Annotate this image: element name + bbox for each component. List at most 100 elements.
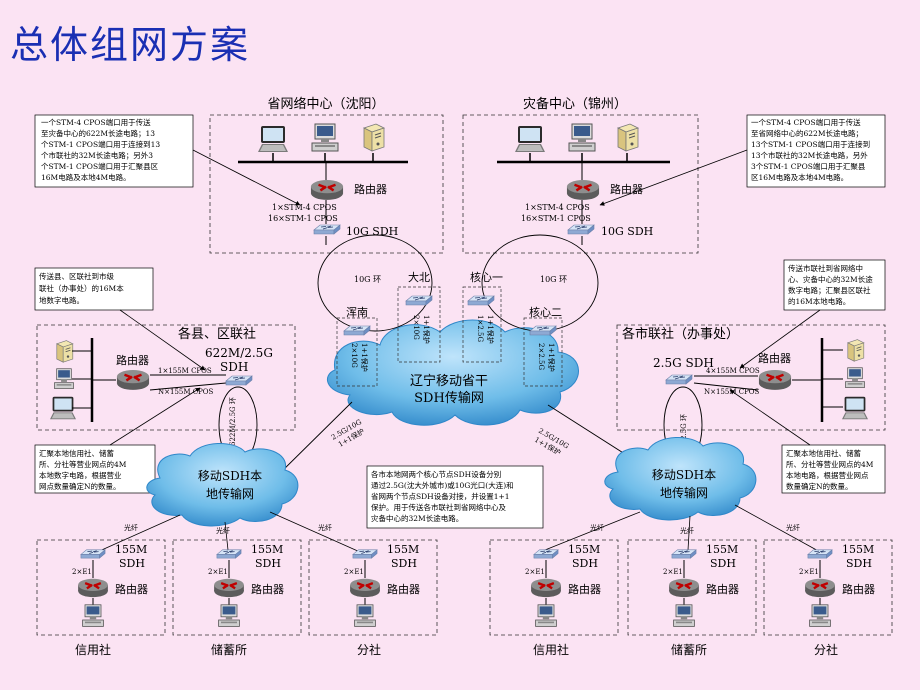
backup-center-label: 灾备中心（锦州） (523, 96, 627, 112)
svg-text:分社: 分社 (814, 642, 838, 657)
city-sdh-label: 2.5G SDH (653, 356, 714, 370)
server-icon (617, 123, 639, 152)
workstation-icon (845, 367, 865, 388)
svg-text:2×E1: 2×E1 (344, 568, 364, 576)
county-sdh-label-1: 622M/2.5G (205, 346, 273, 360)
branch-box-1 (36, 539, 166, 636)
svg-text:一个STM-4 CPOS端口用于传送: 一个STM-4 CPOS端口用于传送 (41, 117, 151, 127)
node-core1: 核心一 (470, 270, 503, 284)
workstation-icon (311, 123, 339, 152)
svg-text:一个STM-4 CPOS端口用于传送: 一个STM-4 CPOS端口用于传送 (751, 117, 861, 127)
svg-text:155M: 155M (842, 543, 874, 556)
workstation-icon (673, 604, 695, 627)
note-city-top (783, 259, 886, 311)
county-port-1: 1×155M CPOS (158, 367, 212, 375)
note-city-bottom-text: 汇聚本地信用社、储蓄 所、分社等营业网点的4M 本地电路，根据营业网点 数量确定… (786, 448, 874, 491)
laptop-icon (515, 126, 545, 152)
city-port-2: N×155M CPOS (704, 388, 760, 396)
workstation-icon (535, 604, 557, 627)
svg-text:所、分社等营业网点的4M: 所、分社等营业网点的4M (39, 459, 127, 469)
local-cloud-right (604, 436, 757, 521)
server-icon (56, 340, 74, 363)
node-hunnan: 浑南 (346, 306, 368, 319)
branch-box-3 (308, 539, 438, 636)
note-provincial-text: 一个STM-4 CPOS端口用于传送 至灾备中心的622M长途电路；13 个ST… (41, 117, 160, 182)
backbone-cloud (326, 319, 579, 426)
svg-text:路由器: 路由器 (387, 582, 420, 596)
sdh-icon (807, 549, 833, 559)
svg-text:信用社: 信用社 (75, 642, 111, 657)
provincial-center-box (209, 114, 444, 254)
branch-box-2 (172, 539, 302, 636)
router-icon (213, 577, 245, 598)
svg-text:13个STM-1 CPOS端口用于连接到: 13个STM-1 CPOS端口用于连接到 (751, 139, 870, 149)
svg-text:汇聚本地信用社、储蓄: 汇聚本地信用社、储蓄 (39, 448, 114, 458)
svg-text:所、分社等营业网点的4M: 所、分社等营业网点的4M (786, 459, 874, 469)
svg-text:SDH: SDH (255, 557, 281, 570)
router-icon (116, 368, 150, 391)
sdh-icon (467, 295, 495, 306)
svg-text:信用社: 信用社 (533, 642, 569, 657)
svg-text:155M: 155M (115, 543, 147, 556)
sdh-icon (405, 295, 433, 306)
branch-box-4 (489, 539, 619, 636)
workstation-icon (568, 123, 596, 152)
workstation-icon (218, 604, 240, 627)
note-county-bottom-text: 汇聚本地信用社、储蓄 所、分社等营业网点的4M 本地数字电路，根据营业 网点数量… (39, 448, 127, 491)
protect-labels: 2×10G 1+1保护 1×2.5G 1+1保护 2×10G 1+1保护 2×2… (350, 315, 556, 372)
backup-center-box (462, 114, 699, 254)
workstation-icon (82, 604, 104, 627)
server-icon (847, 339, 865, 362)
svg-text:SDH: SDH (710, 557, 736, 570)
city-label: 各市联社（办事处） (622, 326, 739, 342)
svg-text:2×10G: 2×10G (350, 343, 358, 368)
svg-text:区16M电路及本地4M电路。: 区16M电路及本地4M电路。 (751, 172, 848, 182)
local-cloud-right-1: 移动SDH本 (652, 468, 716, 482)
sdh-icon (343, 325, 371, 336)
ring-backup-label: 10G 环 (540, 275, 567, 284)
provincial-cpos-2: 16×STM-1 CPOS (268, 214, 338, 223)
local-cloud-left-1: 移动SDH本 (198, 469, 262, 483)
svg-text:1+1保护: 1+1保护 (422, 315, 431, 344)
svg-text:SDH: SDH (391, 557, 417, 570)
backup-sdh-label: 10G SDH (601, 225, 653, 238)
svg-text:SDH: SDH (846, 557, 872, 570)
svg-text:传送县、区联社到市级: 传送县、区联社到市级 (39, 271, 114, 281)
svg-text:本地电路，根据营业网点: 本地电路，根据营业网点 (786, 470, 869, 480)
svg-text:的16M本地电路。: 的16M本地电路。 (788, 296, 850, 306)
county-sdh-label-2: SDH (220, 360, 248, 374)
local-cloud-right-2: 地传输网 (660, 485, 708, 500)
branch-site-names: 信用社 储蓄所 分社 信用社 储蓄所 分社 (75, 642, 838, 657)
sdh-icon (665, 374, 693, 385)
svg-text:灾备中心的32M长途电路。: 灾备中心的32M长途电路。 (371, 513, 463, 523)
svg-text:分社: 分社 (357, 642, 381, 657)
note-county-bottom (34, 444, 156, 494)
svg-text:路由器: 路由器 (706, 582, 739, 596)
county-router-label: 路由器 (116, 353, 149, 367)
note-city-bottom (781, 444, 886, 494)
svg-text:光纤: 光纤 (216, 526, 230, 535)
svg-text:路由器: 路由器 (842, 582, 875, 596)
provincial-center-label: 省网络中心（沈阳） (267, 96, 384, 112)
svg-text:2×E1: 2×E1 (72, 568, 92, 576)
note-backup-text: 一个STM-4 CPOS端口用于传送 至省网络中心的622M长途电路； 13个S… (751, 117, 870, 182)
svg-text:至灾备中心的622M长途电路；13: 至灾备中心的622M长途电路；13 (41, 128, 155, 138)
local-cloud-left-2: 地传输网 (206, 486, 254, 501)
svg-text:2×10G: 2×10G (412, 315, 420, 340)
county-port-2: N×155M CPOS (158, 388, 214, 396)
sdh-icon (529, 325, 557, 336)
svg-text:各市本地网两个核心节点SDH设备分别: 各市本地网两个核心节点SDH设备分别 (371, 469, 501, 479)
svg-text:路由器: 路由器 (251, 582, 284, 596)
note-backup (746, 114, 886, 188)
city-ring-label: 2.5G 环 (680, 414, 688, 440)
sdh-icon (225, 375, 253, 386)
provincial-sdh-label: 10G SDH (346, 225, 398, 238)
note-county-top-text: 传送县、区联社到市级 联社（办事处）的16M本 地数字电路。 (39, 271, 124, 305)
svg-text:省网两个节点SDH设备对接，并设置1+1: 省网两个节点SDH设备对接，并设置1+1 (371, 491, 510, 501)
note-city-top-text: 传送市联社到省网络中 心、灾备中心的32M长途 数字电路；汇聚县区联社 的16M… (788, 263, 873, 306)
svg-text:2×2.5G: 2×2.5G (537, 343, 545, 370)
svg-text:个STM-1 CPOS端口用于汇聚县区: 个STM-1 CPOS端口用于汇聚县区 (41, 161, 159, 171)
svg-text:13个市联社的32M长途电路，另外: 13个市联社的32M长途电路，另外 (751, 150, 868, 160)
city-box (616, 324, 886, 431)
